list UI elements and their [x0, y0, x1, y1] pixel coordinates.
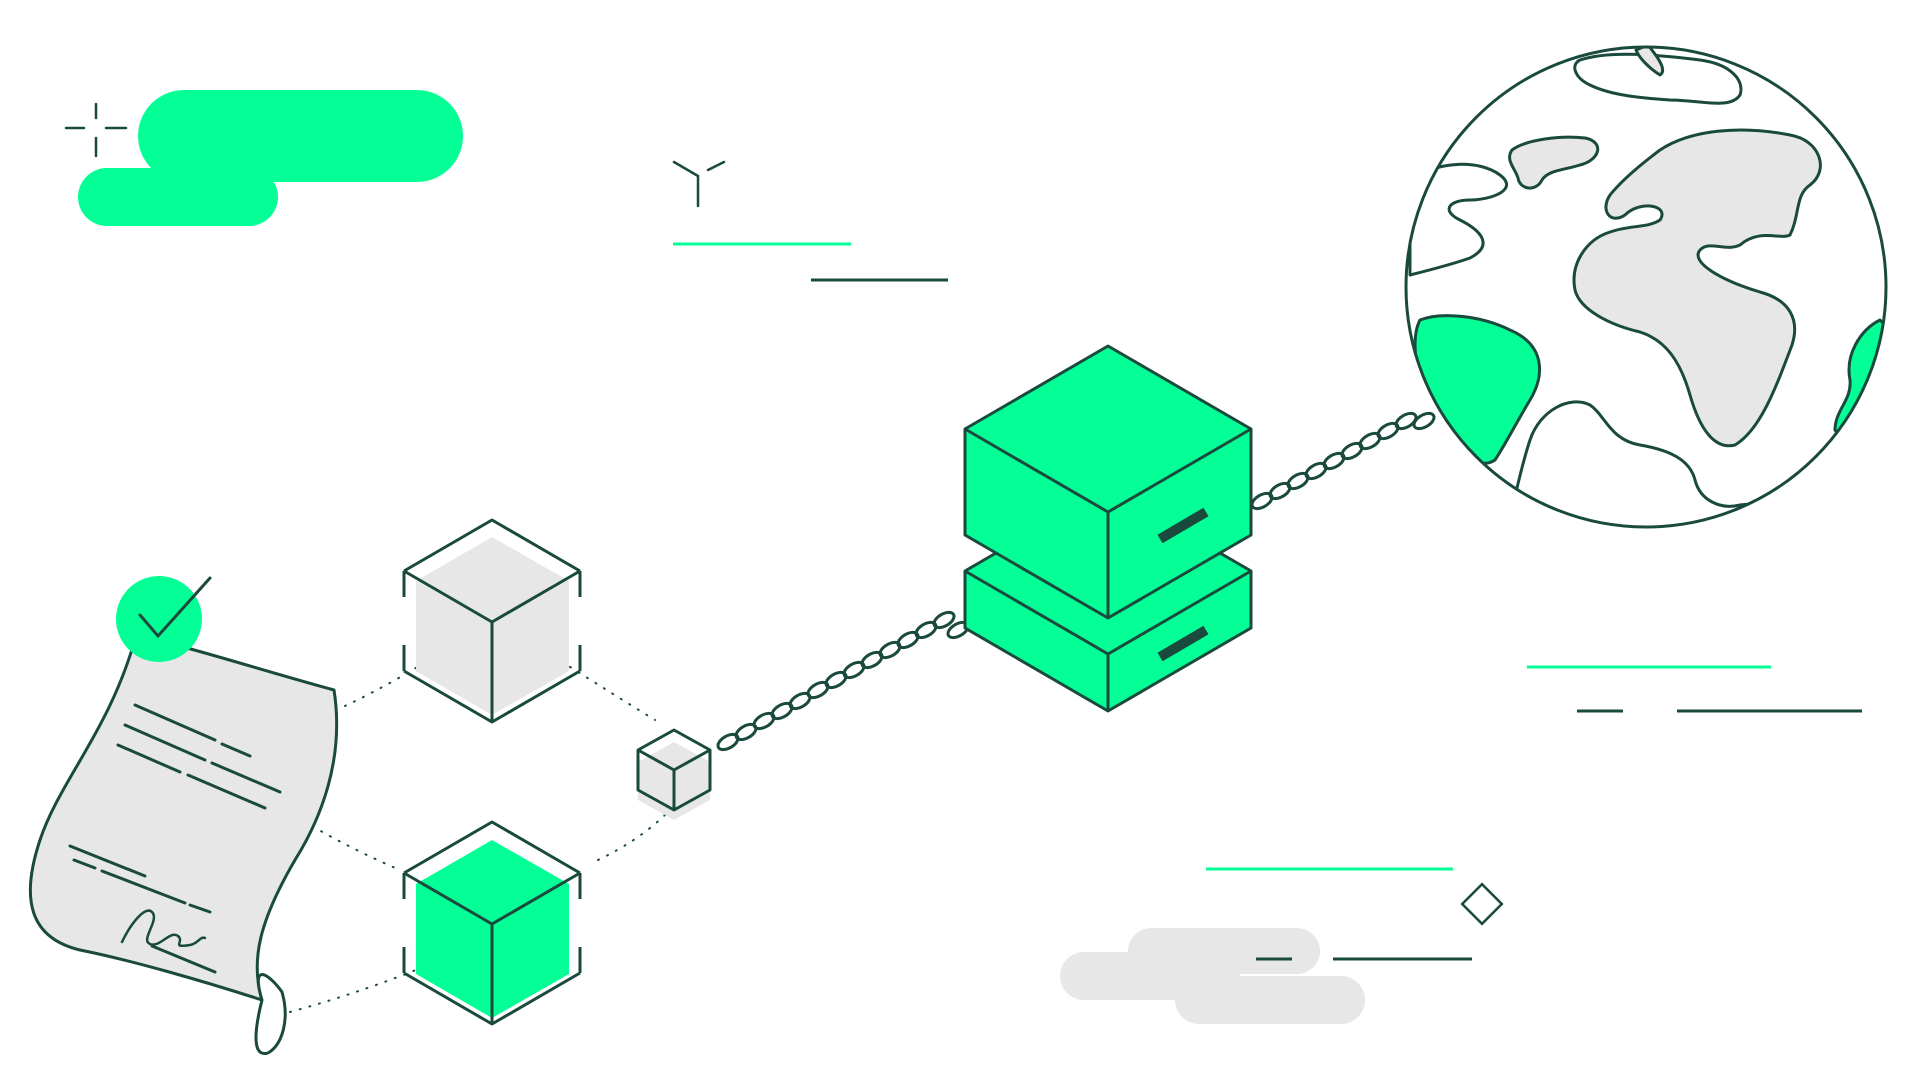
diamond-icon — [1460, 882, 1504, 926]
data-block-icon-green — [402, 820, 582, 1026]
server-stack-icon — [963, 344, 1253, 713]
cloud-icon-bottom — [1060, 928, 1365, 1024]
chain-link-icon-upper — [1250, 411, 1436, 511]
signed-document-icon — [28, 576, 339, 1056]
data-block-icon-gray — [402, 518, 582, 724]
sparkle-icon — [64, 102, 128, 158]
chain-link-icon-lower — [716, 610, 970, 752]
tripod-mark-icon — [672, 160, 726, 208]
globe-icon — [1404, 45, 1888, 529]
cloud-icon-top-left — [78, 90, 463, 226]
signature-squiggle — [120, 909, 207, 947]
checkmark-badge-icon — [116, 576, 212, 662]
data-block-icon-small — [636, 728, 712, 820]
